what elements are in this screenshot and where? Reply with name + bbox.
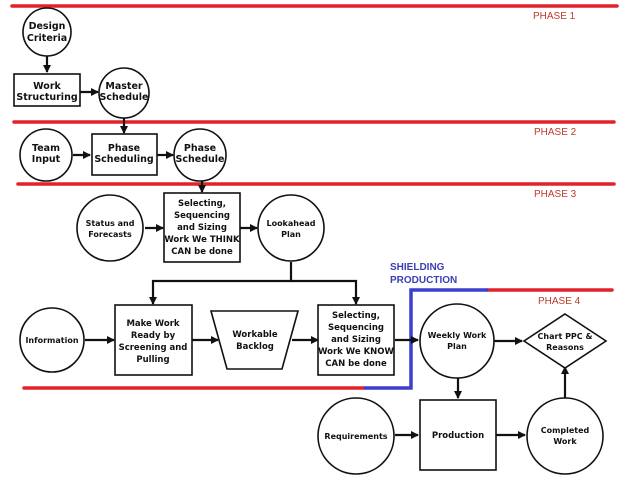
label-phase-scheduling-2: Scheduling [94,154,153,165]
node-weekly-work-plan [419,303,495,379]
arrow-lookahead-to-make-ready [149,262,293,305]
label-status-2: Forecasts [88,230,132,239]
label-work-structuring-2: Structuring [16,92,77,103]
label-work-structuring-1: Work [33,81,61,92]
label-phase-schedule-2: Schedule [176,154,225,165]
label-status-1: Status and [86,219,135,228]
node-phase-schedule [173,128,227,182]
label-completed-2: Work [553,437,577,446]
phase-2-label: PHASE 2 [534,127,577,138]
label-design-criteria-1: Design [29,21,66,32]
label-think-5: CAN be done [171,247,233,257]
node-production [419,399,497,471]
node-status-forecasts [76,194,144,262]
label-make-ready-3: Screening and [119,343,188,353]
label-master-schedule-2: Schedule [100,92,149,103]
label-design-criteria-2: Criteria [27,33,67,44]
label-lookahead-1: Lookahead [266,219,315,228]
node-team-input [19,128,73,182]
phase-1-label: PHASE 1 [533,11,576,22]
label-make-ready-4: Pulling [136,355,169,365]
label-chart-ppc-2: Reasons [546,343,584,352]
shielding-label-1: SHIELDING [390,262,445,273]
node-workable-backlog [209,310,300,370]
label-phase-scheduling-1: Phase [108,143,140,154]
shielding-label-2: PRODUCTION [390,275,457,286]
node-work-structuring [13,73,81,107]
label-know-3: and Sizing [331,335,381,345]
node-master-schedule [98,67,150,119]
label-completed-1: Completed [541,426,590,435]
node-phase-scheduling [91,133,158,176]
label-team-input-2: Input [32,154,61,165]
label-phase-schedule-1: Phase [184,143,216,154]
label-know-5: CAN be done [325,359,387,369]
label-backlog-2: Backlog [236,342,274,352]
label-know-4: Work We KNOW [318,347,394,357]
node-select-know [317,304,395,376]
node-chart-ppc [522,313,608,369]
label-production: Production [432,431,484,441]
label-think-3: and Sizing [177,223,227,233]
label-backlog-1: Workable [232,330,277,340]
label-make-ready-2: Ready by [131,331,176,341]
label-weekly-2: Plan [447,342,467,351]
label-master-schedule-1: Master [105,81,143,92]
label-know-1: Selecting, [332,311,380,321]
arrow-lookahead-to-select-know [291,279,360,305]
label-think-2: Sequencing [174,211,230,221]
label-think-4: Work We THINK [164,235,240,245]
label-information: Information [25,336,78,345]
phase-4-label: PHASE 4 [538,296,581,307]
node-design-criteria [22,7,72,57]
label-make-ready-1: Make Work [126,319,179,329]
label-chart-ppc-1: Chart PPC & [538,332,593,341]
node-requirements [317,397,395,475]
label-weekly-1: Weekly Work [428,331,487,340]
node-make-ready [114,304,193,376]
label-requirements: Requirements [324,432,387,441]
node-information [19,307,85,373]
node-completed-work [526,397,604,475]
label-think-1: Selecting, [178,199,226,209]
phase-3-label: PHASE 3 [534,189,577,200]
node-select-think [163,192,241,263]
label-lookahead-2: Plan [281,230,301,239]
node-lookahead-plan [257,194,325,262]
label-know-2: Sequencing [328,323,384,333]
label-team-input-1: Team [32,143,60,154]
